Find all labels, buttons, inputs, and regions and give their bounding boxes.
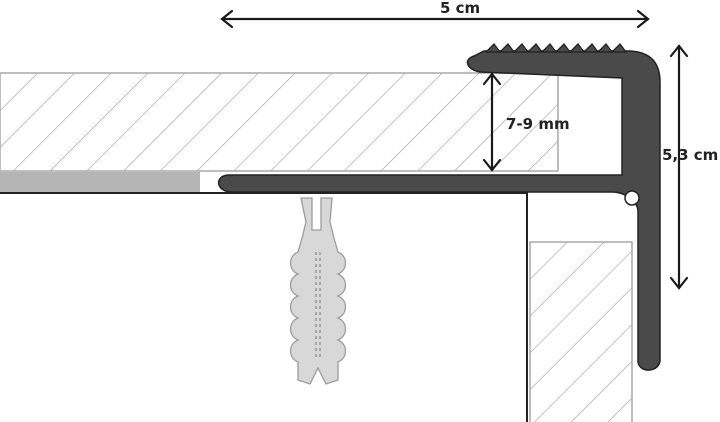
width-dimension-arrow	[220, 9, 650, 29]
stair-nosing-profile	[218, 43, 661, 371]
wall-plug-dowel	[289, 197, 347, 385]
thickness-dimension-label: 7-9 mm	[506, 115, 570, 133]
height-dimension-label: 5,3 cm	[662, 146, 719, 164]
width-dimension-label: 5 cm	[440, 0, 481, 17]
height-dimension-arrow	[669, 44, 689, 290]
underlay-strip	[0, 172, 200, 192]
floor-board-hatched	[0, 72, 559, 172]
riser-board-hatched	[529, 241, 633, 422]
thickness-dimension-arrow	[482, 72, 502, 172]
